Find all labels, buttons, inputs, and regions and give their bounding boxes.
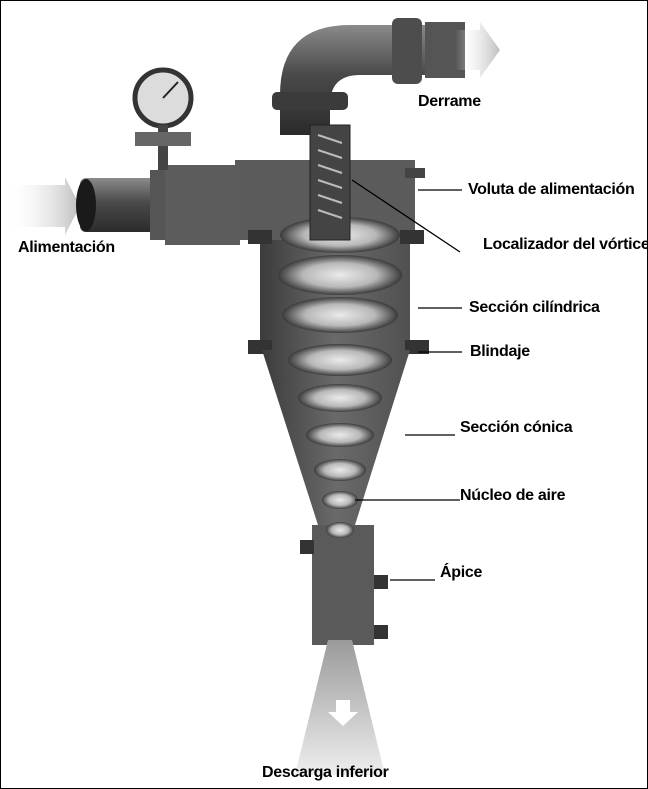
label-feed-volute: Voluta de alimentación [468,182,634,198]
label-overflow: Derrame [418,94,481,110]
apex-body [312,525,374,645]
label-vortex-finder: Localizador del vórtice [483,237,648,253]
label-liner: Blindaje [470,344,530,360]
overflow-arrow [455,22,500,78]
label-underflow: Descarga inferior [262,765,389,781]
vortex-finder [310,125,350,240]
feed-arrow [5,177,80,235]
label-feed: Alimentación [18,240,115,256]
label-cylindrical-section: Sección cilíndrica [469,300,600,316]
label-air-core: Núcleo de aire [460,488,565,504]
label-apex: Ápice [440,565,482,581]
label-conical-section: Sección cónica [460,420,572,436]
